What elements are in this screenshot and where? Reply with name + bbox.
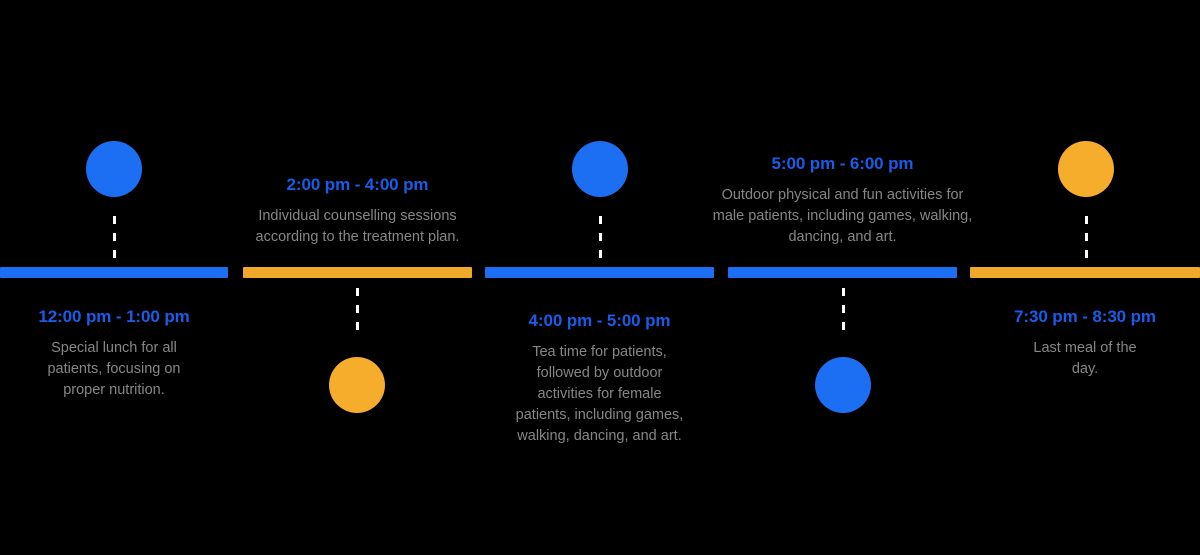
timeline-time-5: 7:30 pm - 8:30 pm <box>1014 307 1156 326</box>
timeline-bar-5 <box>970 267 1200 278</box>
timeline-time-2: 2:00 pm - 4:00 pm <box>286 175 429 194</box>
timeline-node-5 <box>1058 141 1114 197</box>
timeline-node-4 <box>815 357 871 413</box>
timeline-text-block-2: 2:00 pm - 4:00 pm Individual counselling… <box>243 138 472 248</box>
timeline-description-2: Individual counselling sessions accordin… <box>255 208 460 245</box>
timeline-node-1 <box>86 141 142 197</box>
timeline-time-3: 4:00 pm - 5:00 pm <box>528 311 671 330</box>
timeline-text-block-4: 5:00 pm - 6:00 pm Outdoor physical and f… <box>700 138 985 248</box>
timeline-node-2 <box>329 357 385 413</box>
timeline-connector-2 <box>356 288 359 330</box>
timeline-description-1: Special lunch for all patients, focusing… <box>47 340 181 398</box>
timeline-connector-1 <box>113 216 116 258</box>
timeline-time-4: 5:00 pm - 6:00 pm <box>771 154 914 173</box>
timeline-description-5: Last meal of the day. <box>1033 340 1137 377</box>
timeline-bar-2 <box>243 267 472 278</box>
timeline-bar-1 <box>0 267 228 278</box>
timeline-description-3: Tea time for patients, followed by outdo… <box>515 344 684 444</box>
timeline-connector-3 <box>599 216 602 258</box>
timeline-bar-3 <box>485 267 714 278</box>
timeline-description-4: Outdoor physical and fun activities for … <box>712 187 973 245</box>
timeline-text-block-5: 7:30 pm - 8:30 pm Last meal of the day. <box>970 307 1200 380</box>
timeline-time-1: 12:00 pm - 1:00 pm <box>38 307 190 326</box>
timeline-bar-4 <box>728 267 957 278</box>
timeline-connector-5 <box>1085 216 1088 258</box>
timeline-text-block-3: 4:00 pm - 5:00 pm Tea time for patients,… <box>485 311 714 447</box>
timeline-connector-4 <box>842 288 845 330</box>
timeline-node-3 <box>572 141 628 197</box>
timeline-text-block-1: 12:00 pm - 1:00 pm Special lunch for all… <box>0 307 228 401</box>
